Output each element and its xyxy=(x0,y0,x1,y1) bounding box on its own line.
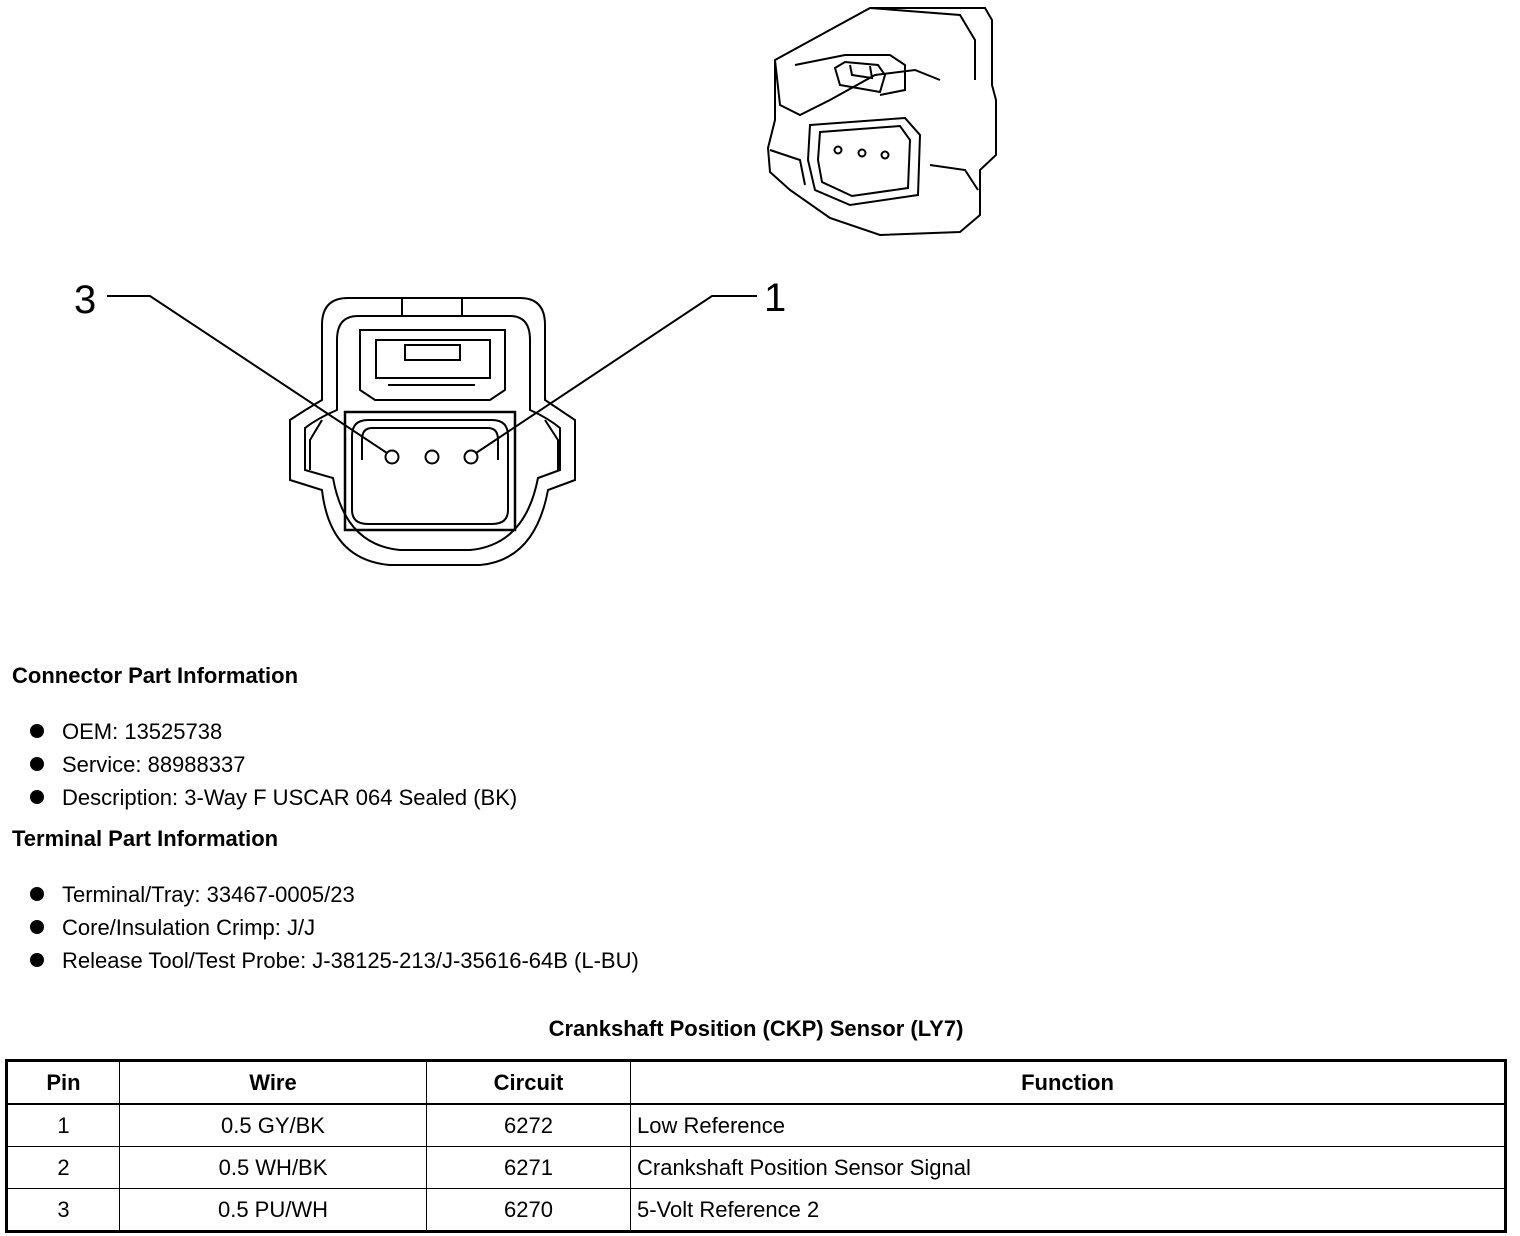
bullet-icon xyxy=(30,887,44,901)
column-header-wire: Wire xyxy=(119,1060,427,1105)
list-item: OEM: 13525738 xyxy=(30,715,517,748)
terminal-1-circle xyxy=(463,449,479,465)
bullet-icon xyxy=(30,920,44,934)
connector-part-info-heading: Connector Part Information xyxy=(12,663,299,688)
list-item: Terminal/Tray: 33467-0005/23 xyxy=(30,878,639,911)
bullet-icon xyxy=(30,790,44,804)
connector-diagram: 3 1 xyxy=(74,7,997,566)
cell-pin: 3 xyxy=(6,1188,120,1232)
connector-isometric-illustration xyxy=(766,7,997,237)
cell-pin: 1 xyxy=(6,1103,120,1147)
list-item: Description: 3-Way F USCAR 064 Sealed (B… xyxy=(30,781,517,814)
list-item: Core/Insulation Crimp: J/J xyxy=(30,911,639,944)
pinout-table: Pin Wire Circuit Function 1 0.5 GY/BK 62… xyxy=(5,1059,1507,1233)
cell-function: Low Reference xyxy=(630,1103,1506,1147)
column-header-pin: Pin xyxy=(6,1060,120,1105)
column-header-function: Function xyxy=(630,1060,1506,1105)
list-item: Service: 88988337 xyxy=(30,748,517,781)
callout-1-leader xyxy=(475,295,757,454)
table-row: 3 0.5 PU/WH 6270 5-Volt Reference 2 xyxy=(6,1188,1506,1232)
table-title: Crankshaft Position (CKP) Sensor (LY7) xyxy=(548,1016,964,1041)
cell-circuit: 6272 xyxy=(426,1103,631,1147)
cell-function: 5-Volt Reference 2 xyxy=(630,1188,1506,1232)
cell-pin: 2 xyxy=(6,1146,120,1189)
cell-wire: 0.5 GY/BK xyxy=(119,1103,427,1147)
table-row: 1 0.5 GY/BK 6272 Low Reference xyxy=(6,1103,1506,1147)
bullet-icon xyxy=(30,953,44,967)
table-header-row: Pin Wire Circuit Function xyxy=(6,1060,1506,1105)
terminal-part-info-heading: Terminal Part Information xyxy=(12,826,279,851)
cell-circuit: 6270 xyxy=(426,1188,631,1232)
connector-front-view xyxy=(107,295,757,566)
table-row: 2 0.5 WH/BK 6271 Crankshaft Position Sen… xyxy=(6,1146,1506,1189)
list-item: Release Tool/Test Probe: J-38125-213/J-3… xyxy=(30,944,639,977)
terminal-part-info-list: Terminal/Tray: 33467-0005/23 Core/Insula… xyxy=(30,878,639,977)
callout-label-3: 3 xyxy=(74,278,96,322)
callout-label-1: 1 xyxy=(764,276,786,320)
bullet-icon xyxy=(30,757,44,771)
terminal-3-circle xyxy=(384,449,400,465)
cell-circuit: 6271 xyxy=(426,1146,631,1189)
bullet-icon xyxy=(30,724,44,738)
connector-part-info-list: OEM: 13525738 Service: 88988337 Descript… xyxy=(30,715,517,814)
column-header-circuit: Circuit xyxy=(426,1060,631,1105)
cell-function: Crankshaft Position Sensor Signal xyxy=(630,1146,1506,1189)
terminal-2-circle xyxy=(424,449,440,465)
callout-3-leader xyxy=(107,295,388,454)
cell-wire: 0.5 WH/BK xyxy=(119,1146,427,1189)
cell-wire: 0.5 PU/WH xyxy=(119,1188,427,1232)
